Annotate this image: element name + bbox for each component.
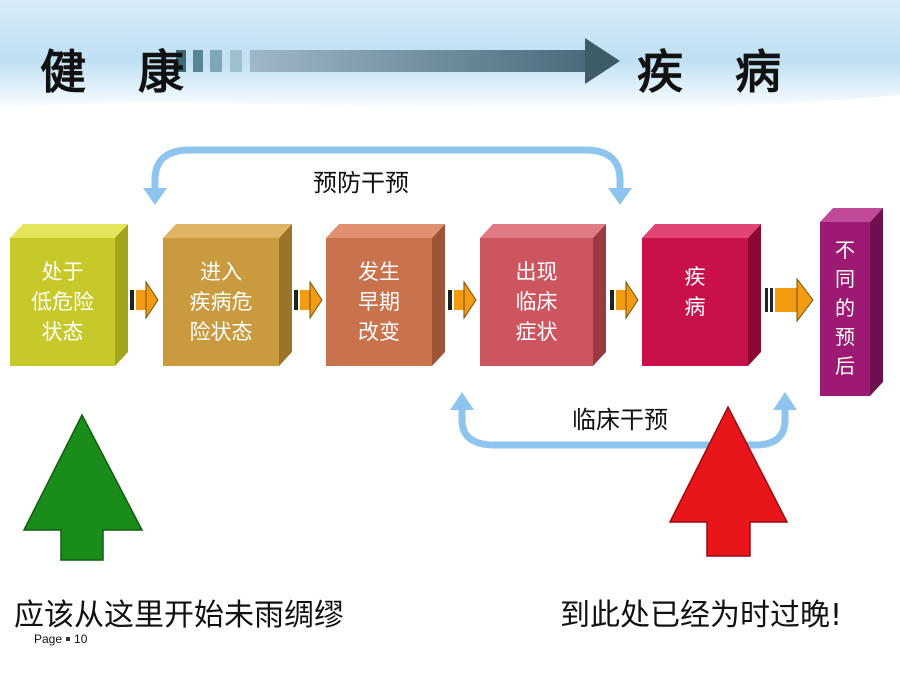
clinical-arc-right-head (773, 392, 797, 410)
outcome-char-5: 后 (835, 354, 855, 378)
preventive-intervention-label: 预防干预 (313, 169, 409, 197)
stage-3-line-2: 早期 (358, 290, 400, 314)
stage-box-1 (10, 224, 128, 366)
outcome-char-3: 的 (835, 296, 855, 320)
connector-2 (294, 280, 323, 320)
stage-5-line-1: 疾 (684, 265, 706, 289)
outcome-text: 不 同 的 预 后 (820, 236, 870, 381)
outcome-char-4: 预 (835, 325, 855, 349)
stage-4-text: 出现 临床 症状 (480, 257, 593, 347)
bottom-right-caption: 到此处已经为时过晚! (560, 598, 843, 633)
stage-4-line-3: 症状 (515, 320, 558, 344)
stage-box-4 (480, 224, 606, 366)
page-bullet-icon (66, 637, 71, 641)
header-title-health: 健 康 (40, 45, 203, 99)
bottom-left-caption: 应该从这里开始未雨绸缪 (14, 598, 344, 633)
outcome-box (820, 208, 883, 396)
clinical-intervention-label: 临床干预 (572, 406, 668, 434)
page-label: Page (34, 632, 63, 646)
preventive-arc-right-head (608, 188, 632, 205)
connector-1 (130, 280, 159, 320)
green-up-arrow (22, 413, 144, 561)
stage-2-line-2: 疾病危 (189, 290, 253, 314)
clinical-arc-left-head (450, 392, 474, 410)
page-footer: Page 10 (34, 632, 87, 646)
page-number: 10 (74, 632, 88, 646)
stage-3-text: 发生 早期 改变 (326, 257, 432, 347)
connector-5 (765, 277, 814, 323)
stage-2-line-1: 进入 (200, 260, 242, 284)
header-arrow (176, 38, 620, 84)
stage-1-line-1: 处于 (41, 260, 84, 284)
stage-5-text: 疾 病 (642, 262, 748, 322)
banner-wave (0, 95, 900, 130)
stage-3-line-3: 改变 (358, 320, 400, 344)
stage-4-line-2: 临床 (515, 290, 558, 314)
preventive-arc (151, 146, 624, 200)
connector-3 (448, 280, 477, 320)
stage-1-text: 处于 低危险 状态 (10, 257, 115, 347)
clinical-arc (458, 400, 789, 449)
stage-box-2 (163, 224, 292, 366)
stage-2-text: 进入 疾病危 险状态 (163, 257, 279, 347)
stage-3-line-1: 发生 (358, 260, 400, 284)
stage-4-line-1: 出现 (515, 260, 558, 284)
red-up-arrow (668, 405, 789, 557)
stage-1-line-2: 低危险 (31, 290, 94, 314)
stage-box-5 (642, 224, 761, 366)
header-title-disease: 疾 病 (637, 45, 800, 99)
stage-2-line-3: 险状态 (189, 320, 253, 344)
preventive-arc-left-head (143, 188, 167, 205)
stage-5-line-2: 病 (684, 295, 706, 319)
stage-box-3 (326, 224, 445, 366)
connector-4 (610, 280, 639, 320)
outcome-char-2: 同 (835, 267, 855, 291)
stage-1-line-3: 状态 (41, 320, 84, 344)
outcome-char-1: 不 (835, 238, 855, 262)
